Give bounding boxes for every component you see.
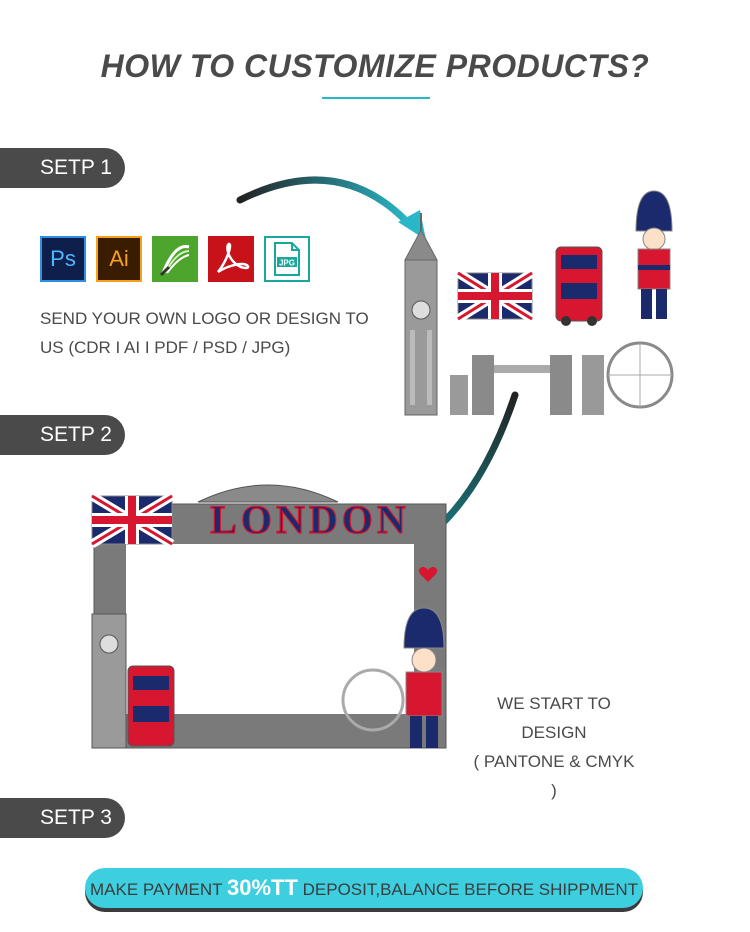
- frame-flag-icon: [89, 492, 175, 548]
- union-jack-flag-icon: [455, 269, 535, 323]
- big-ben-icon: [404, 213, 438, 416]
- frame-bus-icon: [127, 665, 175, 747]
- coreldraw-icon: [152, 236, 198, 282]
- step-1-description: SEND YOUR OWN LOGO OR DESIGN TO US (CDR …: [40, 309, 369, 357]
- photoshop-icon: Ps: [40, 236, 86, 282]
- double-decker-bus-icon: [555, 246, 603, 326]
- file-format-icons: Ps Ai JPG: [40, 236, 310, 282]
- title-underline: [322, 97, 430, 99]
- step-2-tab: SETP 2: [0, 415, 125, 455]
- illustrator-icon: Ai: [96, 236, 142, 282]
- step-3-tab: SETP 3: [0, 798, 125, 838]
- royal-guard-icon: [635, 190, 673, 319]
- jpg-file-icon: JPG: [264, 236, 310, 282]
- pdf-icon: [208, 236, 254, 282]
- arrow-step1-icon: [236, 176, 414, 229]
- page-title: HOW TO CUSTOMIZE PRODUCTS?: [100, 48, 650, 84]
- london-photo-frame: LONDON: [89, 484, 447, 749]
- london-skyline-icon: [450, 341, 674, 415]
- frame-title: LONDON: [210, 497, 410, 542]
- step-1-tab: SETP 1: [0, 148, 125, 188]
- frame-guard-icon: [403, 607, 445, 748]
- svg-text:JPG: JPG: [279, 259, 295, 268]
- step-2-description: WE START TO DESIGN ( PANTONE & CMYK ): [473, 694, 635, 800]
- payment-terms-banner: MAKE PAYMENT 30%TT DEPOSIT,BALANCE BEFOR…: [85, 868, 643, 908]
- london-icons-cluster: [404, 190, 674, 416]
- heart-icon: [418, 567, 438, 582]
- arrowhead-1-icon: [398, 210, 426, 240]
